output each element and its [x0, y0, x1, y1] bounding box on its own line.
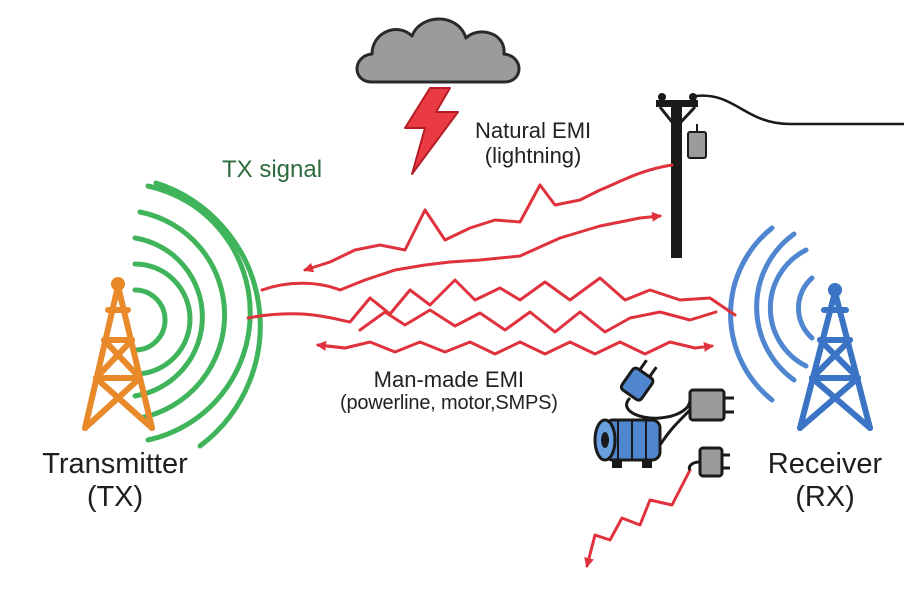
receiver-title: Receiver: [767, 448, 883, 480]
manmade-emi-wave-2: [358, 308, 718, 334]
lightning-bolt-icon: [404, 87, 459, 175]
wall-plug-icon: [687, 446, 730, 478]
manmade-emi-label: Man-made EMI (powerline, motor,SMPS): [340, 367, 558, 415]
receiver-tower-icon: [797, 283, 873, 431]
ground-emi-wave: [584, 468, 692, 568]
rx-wave-arcs: [728, 225, 815, 403]
interference-waves: [246, 163, 737, 568]
manmade-emi-wave-1: [246, 276, 737, 324]
transmitter-abbrev: (TX): [86, 481, 144, 514]
cloud-icon: [355, 17, 521, 84]
tx-wave-arcs: [132, 180, 263, 449]
manmade-emi-subtitle: (powerline, motor,SMPS): [340, 392, 558, 415]
transmitter-tower-icon: [82, 277, 155, 431]
natural-emi-subtitle: (lightning): [484, 143, 582, 169]
electric-motor-icon: [593, 418, 662, 468]
transmitter-title: Transmitter: [42, 448, 188, 480]
receiver-abbrev: (RX): [795, 481, 855, 514]
manmade-emi-wave-3-start: [316, 340, 347, 351]
power-adapter-icon: [658, 388, 734, 446]
receiver-label: Receiver (RX): [760, 448, 890, 515]
power-plug-icon: [619, 359, 692, 420]
manmade-emi-title: Man-made EMI: [373, 367, 525, 392]
natural-emi-wave-2: [260, 211, 662, 292]
natural-emi-title: Natural EMI: [475, 118, 592, 143]
natural-emi-wave-1: [303, 163, 674, 273]
utility-pole-icon: [656, 93, 904, 258]
natural-emi-label: Natural EMI (lightning): [475, 118, 591, 169]
manmade-emi-wave-3: [316, 340, 714, 356]
transmitter-label: Transmitter (TX): [30, 448, 200, 515]
tx-signal-label: TX signal: [222, 156, 323, 183]
